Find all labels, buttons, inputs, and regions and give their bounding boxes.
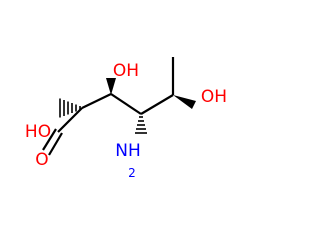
atom-oh-c5: OH	[201, 87, 227, 107]
bond-c1-o-double-a	[48, 132, 63, 156]
bond-c4-nh2-hashed	[135, 116, 147, 134]
bond-c2-c3	[81, 93, 112, 109]
structure-diagram: O HO OH NH 2 OH	[25, 57, 227, 180]
atom-nh2: NH	[115, 141, 141, 161]
bond-c4-c5	[140, 94, 174, 115]
bond-c3-c4	[110, 93, 142, 115]
atom-oh-c2: HO	[25, 122, 51, 142]
molecule-drawing: O HO OH NH 2 OH	[25, 57, 227, 180]
bond-c1-o-double-b	[42, 128, 57, 151]
bond-c3-oh-wedge	[106, 78, 116, 95]
atom-o-aldehyde: O	[35, 150, 48, 170]
atom-nh2-subscript: 2	[128, 166, 136, 180]
bond-c5-oh-wedge	[173, 95, 196, 109]
atom-oh-c3: OH	[113, 61, 139, 81]
bond-c2-oh-hashed	[59, 98, 81, 118]
bond-c1-c2	[57, 107, 83, 133]
